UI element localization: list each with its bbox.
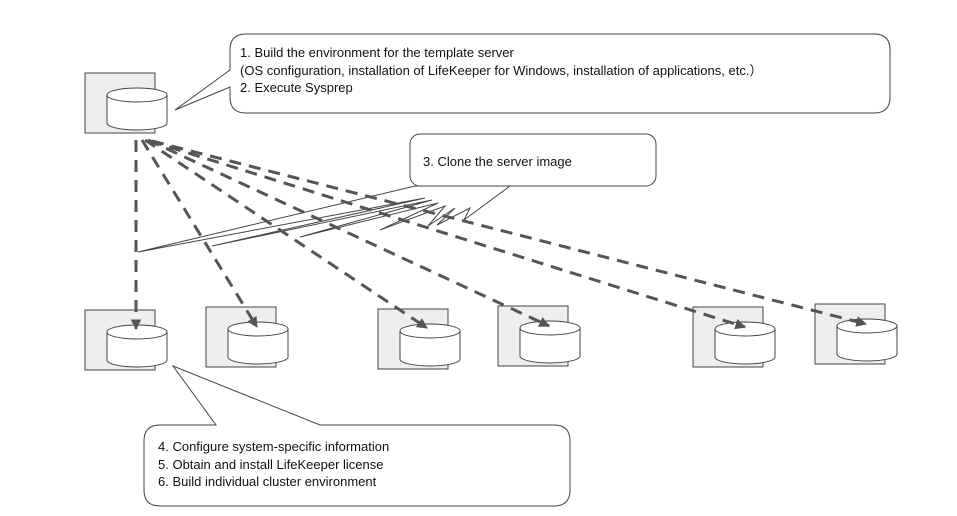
template-step-2: 2. Execute Sysprep [240,80,353,95]
template-callout-bubble [174,33,891,114]
clone-arrow-6 [151,139,868,327]
clone-server-3-icon [377,308,461,370]
clone-server-6-icon [814,303,898,365]
clone-callout-text: 3. Clone the server image [423,153,572,171]
template-step-1: 1. Build the environment for the templat… [240,45,514,60]
configure-callout-bubble [143,364,571,507]
clone-step-3: 3. Clone the server image [423,154,572,169]
clone-callout-bubble [409,133,657,187]
clone-arrow-4 [147,138,550,328]
template-server-icon [84,72,168,134]
clone-callout-pointer [137,185,512,253]
configure-step-5: 5. Obtain and install LifeKeeper license [158,456,384,472]
configure-step-4: 4. Configure system-specific information [158,439,390,454]
clone-server-1-icon [84,309,168,371]
configure-callout-text: 4. Configure system-specific information… [158,438,389,491]
template-callout-text: 1. Build the environment for the templat… [240,44,762,97]
clone-server-2-icon [205,306,289,368]
clone-arrow-3 [144,138,428,330]
clone-arrow-2 [140,139,259,328]
configure-step-6: 6. Build individual cluster environment [158,474,377,489]
template-step-1-detail: (OS configuration, installation of LifeK… [240,62,763,78]
clone-arrow-5 [149,139,747,330]
clone-server-4-icon [497,305,581,367]
